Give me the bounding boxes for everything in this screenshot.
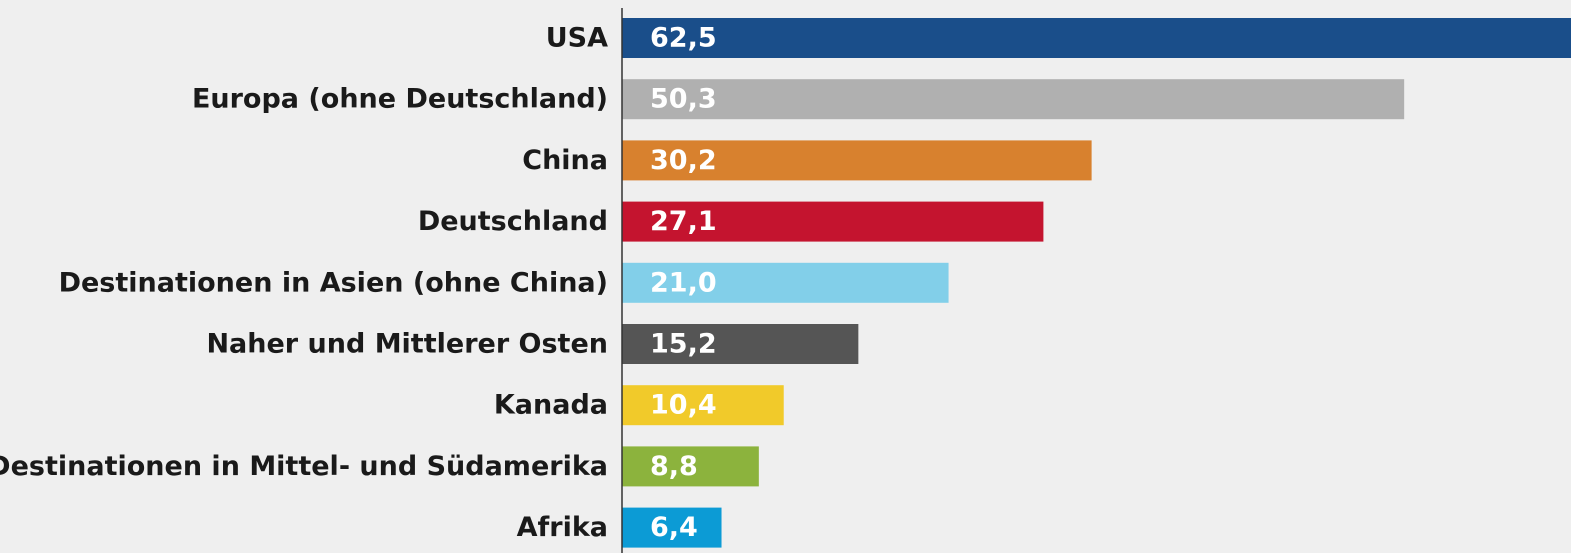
category-label-deutschland: Deutschland [418, 206, 608, 237]
category-labels-group: USA Europa (ohne Deutschland) ChinaDeutsch… [0, 23, 608, 544]
bar-deutschland [622, 201, 1044, 242]
category-label-naher-und-mittlerer-osten: Naher und Mittlerer Osten [206, 329, 608, 360]
category-label-europa-ohne-deutschland: Europa (ohne Deutschland) [192, 84, 608, 115]
value-label-destinationen-in-mittel-und-s-damerika: 8,8 [650, 451, 698, 482]
category-label-kanada: Kanada [494, 390, 608, 421]
category-label-destinationen-in-asien-ohne-china: Destinationen in Asien (ohne China) [59, 267, 608, 298]
bar-usa [622, 18, 1571, 58]
value-label-afrika: 6,4 [650, 512, 698, 543]
value-label-destinationen-in-asien-ohne-china: 21,0 [650, 267, 717, 298]
value-label-deutschland: 27,1 [650, 206, 717, 237]
bar-afrika [622, 507, 722, 548]
category-label-china: China [522, 145, 608, 176]
value-label-kanada: 10,4 [650, 390, 717, 421]
bar-naher-und-mittlerer-osten [622, 324, 859, 364]
value-label-europa-ohne-deutschland: 50,3 [650, 84, 717, 115]
category-label-usa: USA [546, 23, 608, 54]
bar-destinationen-in-mittel-und-s-damerika [622, 446, 759, 487]
bar-europa-ohne-deutschland [622, 79, 1405, 120]
bar-china [622, 140, 1092, 181]
bar-kanada [622, 385, 784, 426]
category-label-afrika: Afrika [517, 512, 608, 543]
value-label-china: 30,2 [650, 145, 717, 176]
value-label-usa: 62,5 [650, 23, 717, 54]
bar-destinationen-in-asien-ohne-china [622, 262, 949, 303]
category-label-destinationen-in-mittel-und-s-damerika: Destinationen in Mittel- und Südamerika [0, 451, 608, 482]
value-label-naher-und-mittlerer-osten: 15,2 [650, 329, 717, 360]
bars-group: 62,5 50,3 30,2 27,1 21,0 15,2 10,4 8,8 6,4 [622, 18, 1571, 548]
